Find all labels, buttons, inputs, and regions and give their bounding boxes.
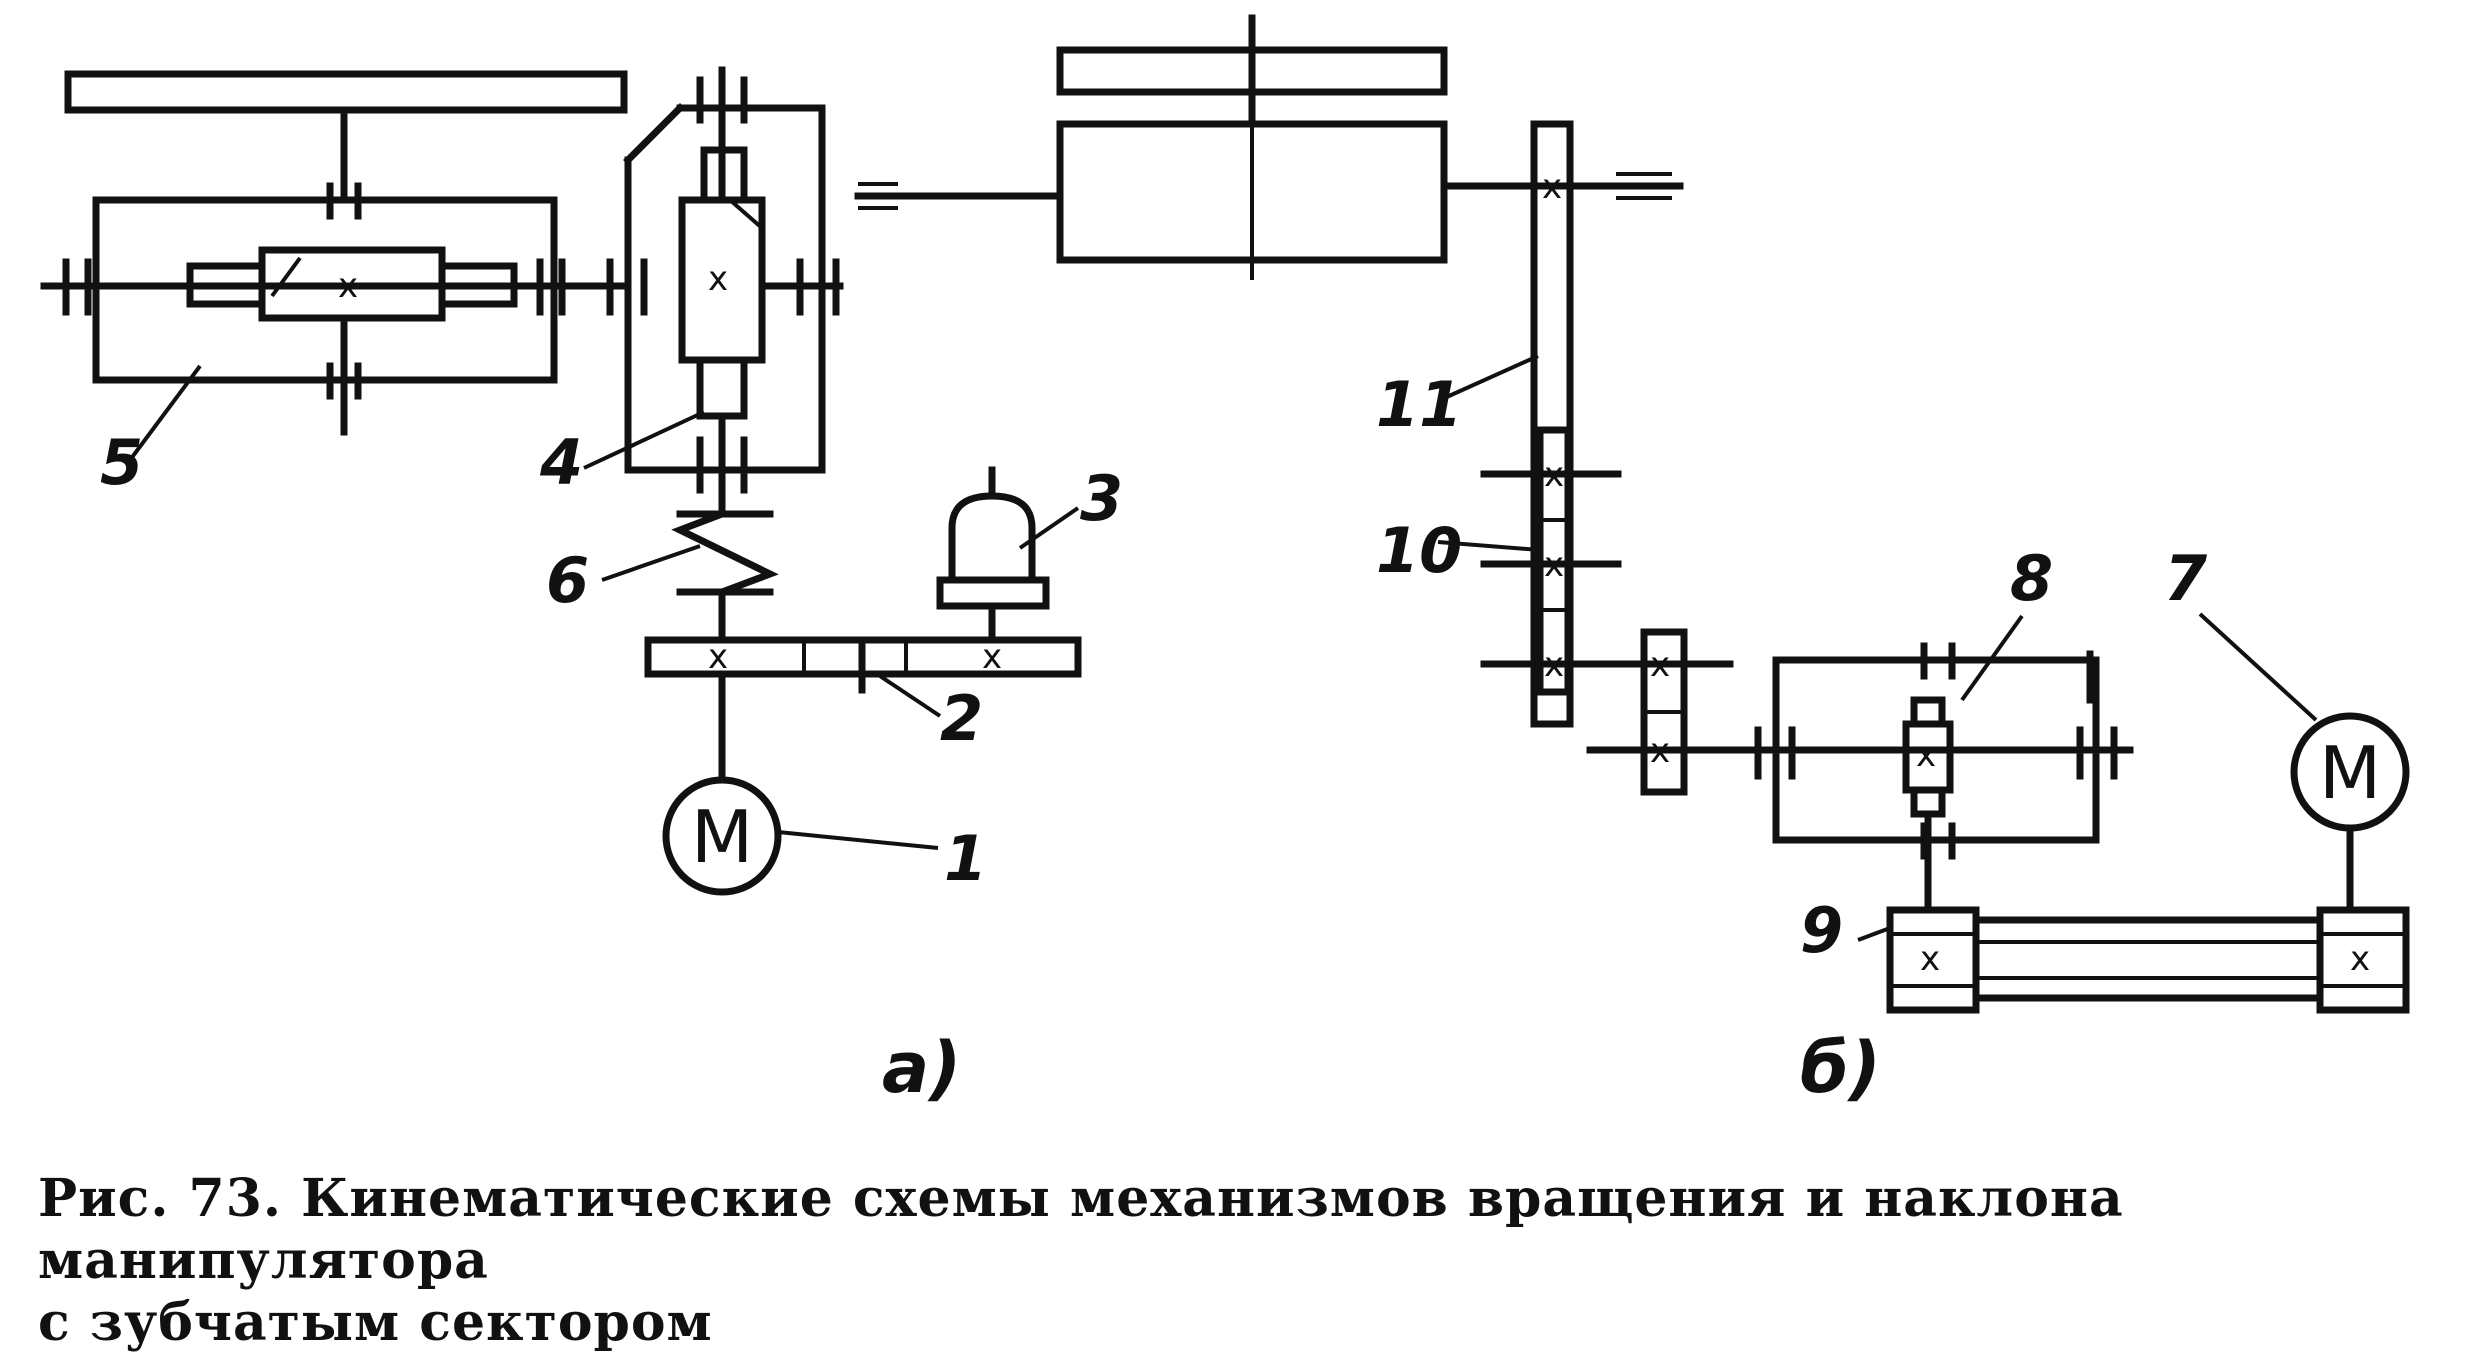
- gearbox-4: x: [583, 66, 844, 518]
- label-11: 11: [1376, 368, 1462, 441]
- cross-mark: x: [1650, 731, 1670, 771]
- cross-mark: x: [338, 266, 358, 306]
- transfer-gear: x x: [1586, 628, 1764, 796]
- cross-mark: x: [1542, 167, 1562, 207]
- label-2: 2: [940, 682, 983, 755]
- caption-line-2: с зубчатым сектором: [38, 1292, 713, 1353]
- sensor-3: [936, 466, 1080, 644]
- label-10: 10: [1376, 514, 1462, 587]
- label-3: 3: [1080, 462, 1123, 535]
- cross-mark: x: [2350, 939, 2370, 979]
- gearbox-8: x: [1754, 614, 2134, 914]
- cross-mark: x: [1544, 545, 1564, 585]
- cross-mark: x: [708, 637, 728, 677]
- label-9: 9: [1800, 894, 1843, 967]
- motor-symbol: M: [691, 795, 753, 879]
- kinematic-diagram: x: [40, 14, 2410, 1109]
- motor-1: M: [662, 776, 939, 896]
- label-6: 6: [546, 544, 589, 617]
- gearbox-5: x: [40, 106, 574, 462]
- cross-mark: x: [1544, 645, 1564, 685]
- sector-bar-a: [64, 70, 628, 114]
- belt-drive-9: x x: [1857, 906, 2410, 1014]
- caption-line-1: Рис. 73. Кинематические схемы механизмов…: [38, 1168, 2124, 1291]
- subfig-a-label: а): [882, 1027, 961, 1109]
- motor-7: M: [2198, 612, 2410, 914]
- rack-11: x: [1439, 120, 1574, 728]
- cross-mark: x: [982, 637, 1002, 677]
- cross-mark: x: [1916, 735, 1936, 775]
- gear-chain-10: x x x: [1437, 426, 1622, 696]
- scheme-a: x: [40, 66, 1123, 1109]
- label-7: 7: [2164, 542, 2208, 615]
- label-8: 8: [2010, 542, 2053, 615]
- gear-train-2: x x: [644, 636, 1082, 784]
- cross-mark: x: [1920, 939, 1940, 979]
- figure-caption: Рис. 73. Кинематические схемы механизмов…: [38, 1168, 2458, 1354]
- motor-symbol: M: [2319, 731, 2381, 815]
- subfig-b-label: б): [1800, 1027, 1881, 1109]
- cross-mark: x: [708, 259, 728, 299]
- cross-mark: x: [1544, 455, 1564, 495]
- label-4: 4: [539, 426, 583, 499]
- label-1: 1: [944, 822, 987, 895]
- scheme-b: x x x x x x: [854, 14, 2410, 1109]
- label-5: 5: [100, 426, 143, 499]
- cross-mark: x: [1650, 645, 1670, 685]
- coupling-6: [601, 509, 779, 644]
- drum-sector: [854, 14, 1684, 280]
